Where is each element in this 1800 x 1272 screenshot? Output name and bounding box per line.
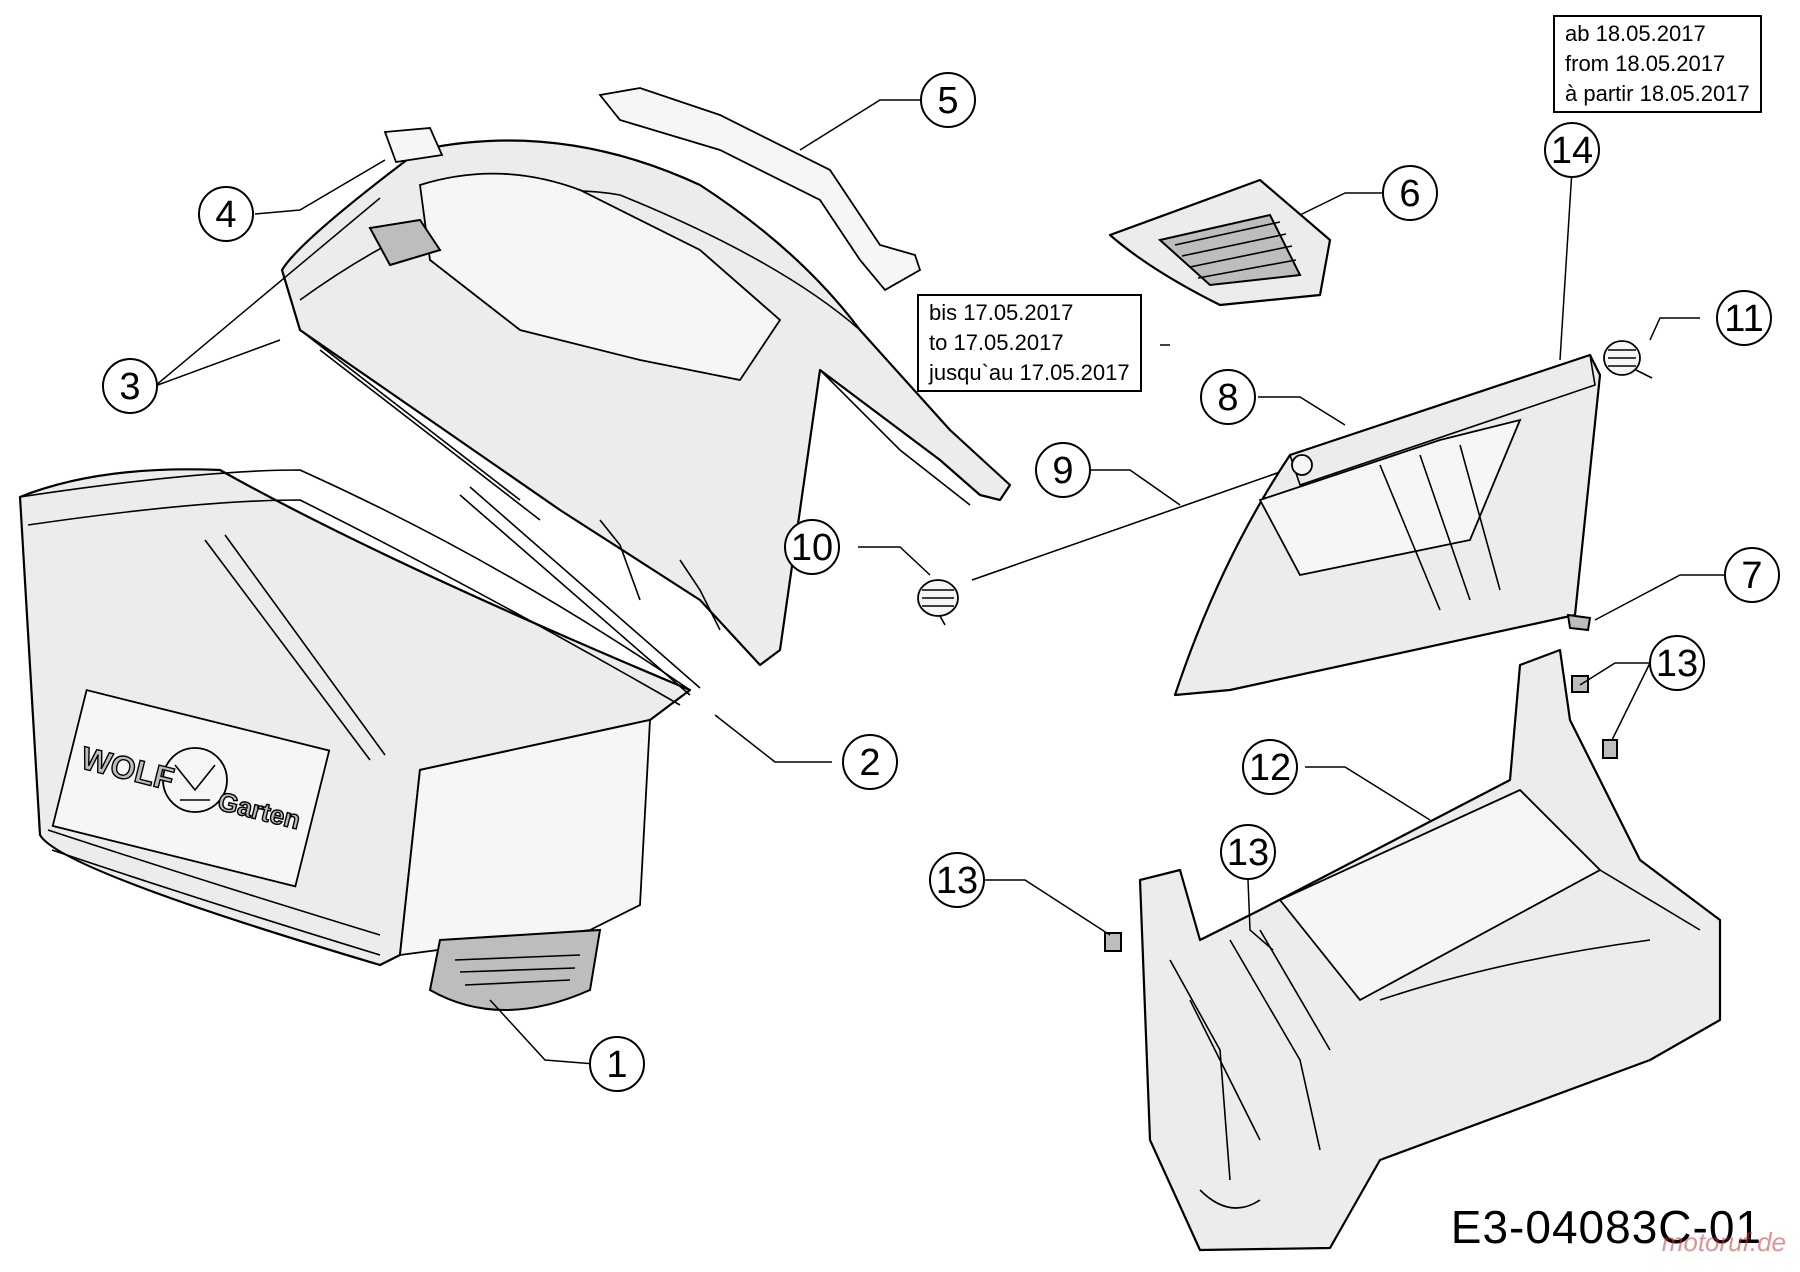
carry-handle — [598, 87, 922, 292]
callout-14: 14 — [1544, 122, 1600, 178]
svg-text:6: 6 — [1399, 173, 1420, 215]
svg-text:1: 1 — [606, 1044, 627, 1086]
note-from-date: ab 18.05.2017 from 18.05.2017 à partir 1… — [1553, 15, 1762, 113]
callout-6: 6 — [1382, 165, 1438, 221]
svg-text:13: 13 — [936, 860, 978, 902]
callout-13: 13 — [929, 852, 985, 908]
drawing-id: E3-04083C-01 — [1450, 1201, 1762, 1253]
svg-text:13: 13 — [1656, 643, 1698, 685]
svg-text:14: 14 — [1551, 130, 1593, 172]
clip-nut — [1104, 932, 1122, 952]
leader-lines — [154, 99, 1725, 1065]
svg-text:4: 4 — [215, 194, 236, 236]
clip-nut — [1571, 675, 1589, 693]
lid-flap — [383, 127, 444, 164]
callout-8: 8 — [1200, 369, 1256, 425]
pivot-rod — [971, 464, 1301, 581]
svg-text:13: 13 — [1227, 832, 1269, 874]
svg-text:10: 10 — [791, 527, 833, 569]
rear-flap — [1173, 353, 1602, 697]
svg-text:12: 12 — [1249, 747, 1291, 789]
callout-7: 7 — [1724, 547, 1780, 603]
svg-text:9: 9 — [1052, 450, 1073, 492]
grass-catcher-bag: WOLF Garten — [18, 468, 701, 1011]
callout-5: 5 — [920, 72, 976, 128]
callout-3: 3 — [102, 358, 158, 414]
callout-10: 10 — [784, 519, 840, 575]
clip-nut — [1602, 739, 1618, 759]
callout-13: 13 — [1220, 824, 1276, 880]
rear-frame-housing — [1138, 648, 1722, 1252]
callout-13: 13 — [1649, 635, 1705, 691]
svg-text:7: 7 — [1741, 555, 1762, 597]
callout-4: 4 — [198, 186, 254, 242]
watermark: motoruf.de — [1661, 1227, 1786, 1257]
vent-grille — [1108, 178, 1332, 307]
svg-text:8: 8 — [1217, 377, 1238, 419]
callout-11: 11 — [1716, 290, 1772, 346]
svg-text:3: 3 — [119, 366, 140, 408]
torsion-spring-left — [917, 579, 959, 626]
screw — [1566, 613, 1592, 632]
callout-1: 1 — [589, 1036, 645, 1092]
callout-12: 12 — [1242, 739, 1298, 795]
svg-text:5: 5 — [937, 80, 958, 122]
svg-text:2: 2 — [859, 742, 880, 784]
note-until-date: bis 17.05.2017 to 17.05.2017 jusqu`au 17… — [917, 294, 1142, 392]
svg-text:11: 11 — [1724, 298, 1763, 340]
catcher-lid — [280, 139, 1012, 667]
callout-2: 2 — [842, 734, 898, 790]
torsion-spring-right — [1603, 340, 1653, 379]
callout-9: 9 — [1035, 442, 1091, 498]
